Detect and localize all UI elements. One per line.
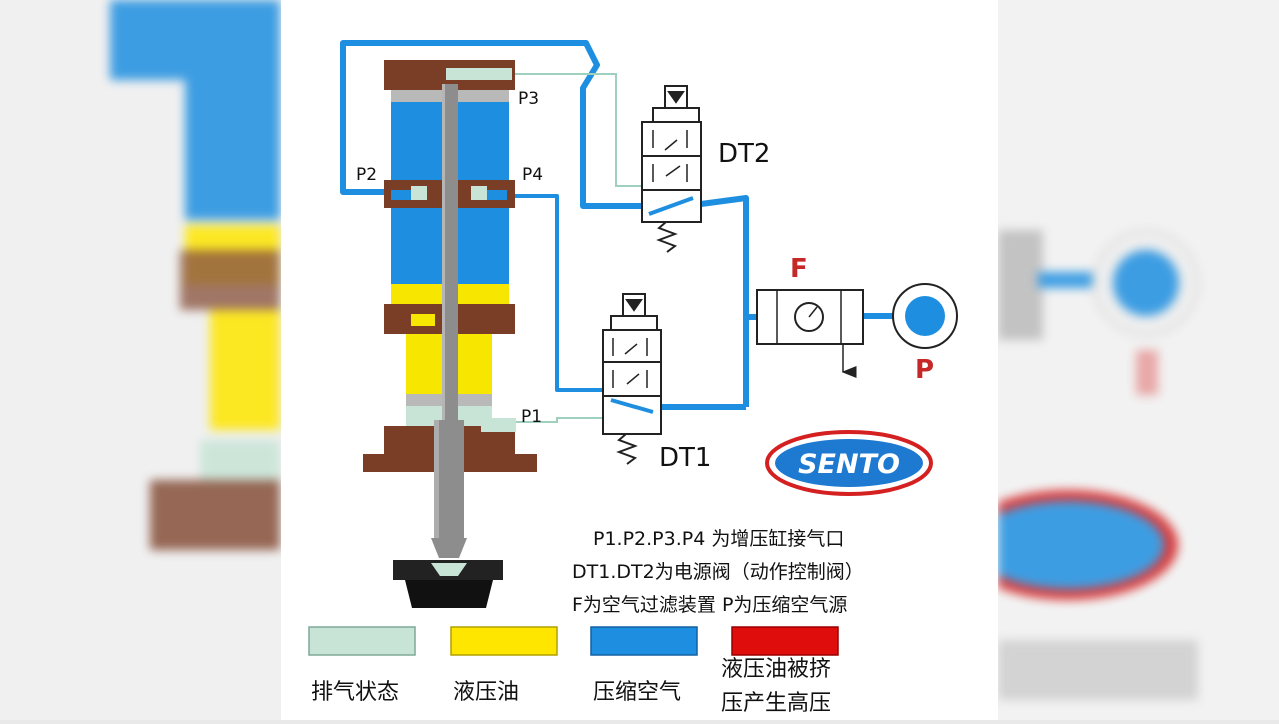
air-filter [756,289,864,378]
legend-swatch-high-pressure [731,626,839,656]
port-label-p3: P3 [518,89,539,109]
diagram-panel: P3 P2 P4 P1 DT2 DT1 F [281,0,998,720]
legend-swatch-exhaust [308,626,416,656]
port-label-p4: P4 [522,165,543,185]
air-pipes [340,40,899,410]
background-right [998,0,1279,720]
svg-text:SENTO: SENTO [798,449,900,480]
air-source [892,283,958,349]
legend-label-exhaust: 排气状态 [311,680,399,705]
legend: 排气状态 液压油 压缩空气 液压油被挤 压产生高压 [308,626,839,716]
note-line-1: P1.P2.P3.P4 为增压缸接气口 [593,528,844,550]
solenoid-valve-dt1 [602,293,662,465]
valve-label-dt2: DT2 [718,139,770,169]
exhaust-pipes [511,73,642,423]
legend-swatch-oil [450,626,558,656]
booster-cylinder [363,60,537,608]
booster-cylinder-diagram: P3 P2 P4 P1 DT2 DT1 F [308,40,958,716]
solenoid-valve-dt2 [641,85,702,253]
legend-swatch-air [590,626,698,656]
filter-label: F [790,254,808,284]
source-label: P [915,355,934,385]
legend-label-high-pressure-1: 液压油被挤 [721,657,831,682]
legend-label-air: 压缩空气 [593,680,681,705]
note-line-2: DT1.DT2为电源阀（动作控制阀） [572,561,864,583]
valve-label-dt1: DT1 [659,443,711,473]
sento-logo: SENTO [765,430,933,496]
legend-label-high-pressure-2: 压产生高压 [721,691,831,716]
port-label-p2: P2 [356,165,377,185]
legend-label-oil: 液压油 [453,680,519,705]
port-label-p1: P1 [521,407,542,427]
background-left [0,0,281,720]
note-line-3: F为空气过滤装置 P为压缩空气源 [572,594,847,616]
